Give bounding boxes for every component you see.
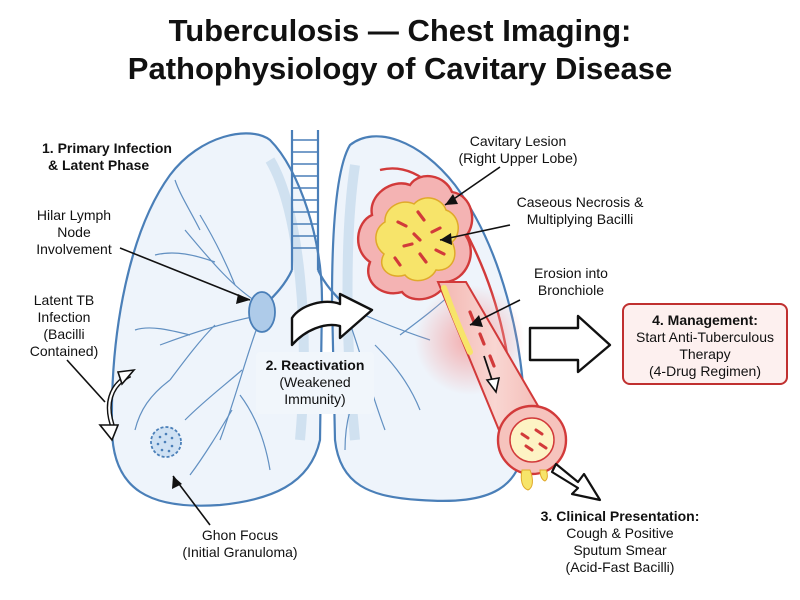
clinical-heading: 3. Clinical Presentation: [540, 508, 700, 524]
management-line-2: Therapy [679, 346, 731, 362]
latent-line-1: Latent TB [33, 292, 95, 308]
erosion-line-2: Bronchiole [537, 282, 605, 298]
hilar-line-1: Hilar Lymph [36, 207, 112, 223]
hilar-line-3: Involvement [36, 241, 112, 257]
clinical-line-2: Sputum Smear [573, 542, 667, 558]
reactivation-label-bg [256, 352, 374, 414]
management-label: 4. Management: Start Anti-Tuberculous Th… [624, 312, 786, 380]
primary-line-2: & Latent Phase [48, 157, 150, 173]
caseous-line-1: Caseous Necrosis & [516, 194, 644, 210]
primary-line-1: 1. Primary Infection [42, 140, 172, 156]
ghon-line-2: (Initial Granuloma) [182, 544, 298, 560]
management-line-1: Start Anti-Tuberculous [636, 329, 774, 345]
management-heading: 4. Management: [652, 312, 758, 328]
caseous-necrosis-label: Caseous Necrosis & Multiplying Bacilli [500, 194, 660, 228]
management-line-3: (4-Drug Regimen) [648, 363, 762, 379]
primary-infection-label: 1. Primary Infection & Latent Phase [42, 140, 172, 174]
cavitary-lesion-label: Cavitary Lesion (Right Upper Lobe) [448, 133, 588, 167]
reactivation-arrow [290, 292, 374, 347]
cavitary-line-2: (Right Upper Lobe) [458, 150, 578, 166]
latent-tb-label: Latent TB Infection (Bacilli Contained) [14, 292, 114, 360]
cavitary-line-1: Cavitary Lesion [469, 133, 567, 149]
latent-line-4: Contained) [29, 343, 99, 359]
reactivation-label: 2. Reactivation (Weakened Immunity) [258, 357, 372, 408]
management-arrow [528, 314, 612, 374]
clinical-arrow [550, 462, 602, 502]
latent-line-3: (Bacilli [43, 326, 85, 342]
clinical-presentation-label: 3. Clinical Presentation: Cough & Positi… [518, 508, 722, 576]
clinical-line-3: (Acid-Fast Bacilli) [565, 559, 675, 575]
latent-line-2: Infection [37, 309, 91, 325]
title-line-1: Tuberculosis — Chest Imaging: [168, 13, 632, 48]
hilar-node-label: Hilar Lymph Node Involvement [24, 207, 124, 258]
hilar-line-2: Node [57, 224, 91, 240]
reactivation-line-2: Immunity) [284, 391, 346, 407]
ghon-focus-label: Ghon Focus (Initial Granuloma) [160, 527, 320, 561]
right-lung [110, 132, 324, 507]
reactivation-line-1: (Weakened [279, 374, 351, 390]
management-box [622, 303, 788, 385]
hilar-lymph-node [248, 291, 276, 333]
caseous-line-2: Multiplying Bacilli [526, 211, 634, 227]
diagram-title: Tuberculosis — Chest Imaging: Pathophysi… [0, 12, 800, 88]
erosion-line-1: Erosion into [534, 265, 608, 281]
ghon-line-1: Ghon Focus [201, 527, 279, 543]
title-line-2: Pathophysiology of Cavitary Disease [127, 51, 673, 86]
reactivation-heading: 2. Reactivation [265, 357, 365, 373]
clinical-line-1: Cough & Positive [566, 525, 674, 541]
erosion-label: Erosion into Bronchiole [516, 265, 626, 299]
